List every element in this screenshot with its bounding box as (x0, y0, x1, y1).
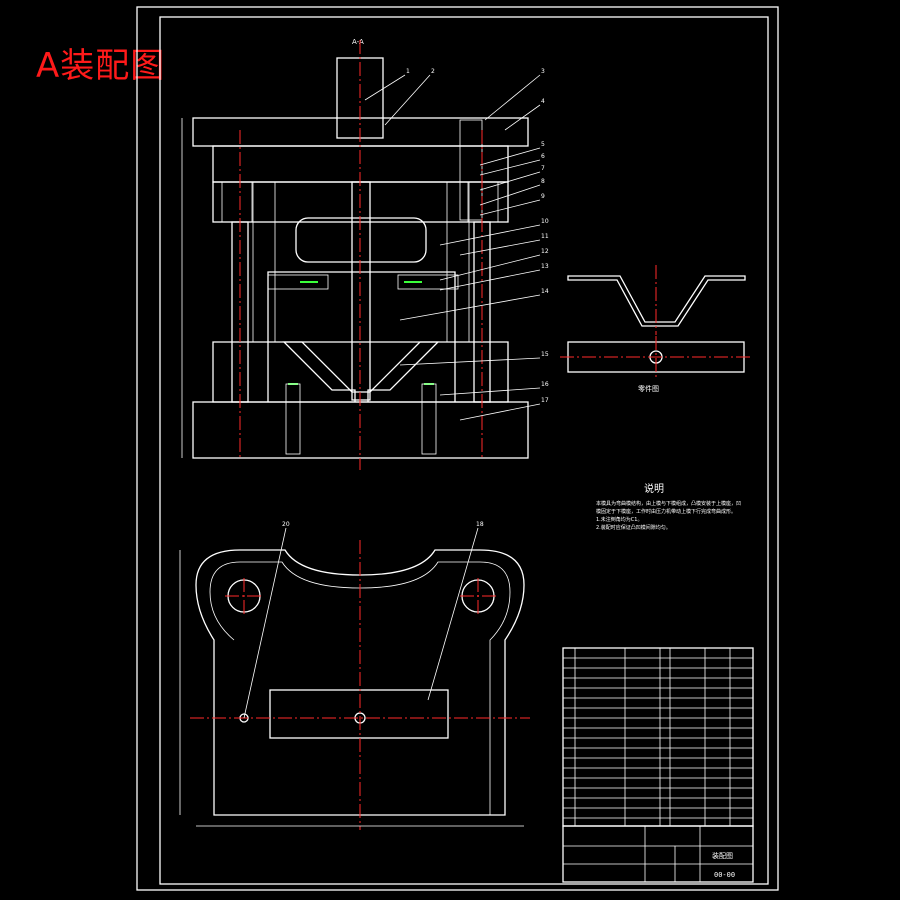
balloon: 17 (541, 397, 549, 404)
ejector-rod (351, 181, 371, 401)
notes-heading: 说明 (644, 482, 664, 495)
title-block (562, 825, 754, 883)
balloon: 7 (541, 165, 545, 172)
notes: 说明 本模具为弯曲模结构，由上模与下模组成，凸模安装于上模座，凹模固定于下模座，… (596, 482, 742, 531)
plan-view: 20 18 (179, 521, 530, 830)
balloon: 11 (541, 233, 549, 240)
part-drawing-label: 零件图 (638, 384, 659, 393)
plan-balloon: 18 (476, 521, 484, 528)
section-view: A-A (181, 38, 541, 470)
notes-paragraph: 本模具为弯曲模结构，由上模与下模组成，凸模安装于上模座，凹模固定于下模座，工作时… (596, 501, 742, 515)
balloon: 2 (431, 68, 435, 75)
balloon: 12 (541, 248, 549, 255)
balloon: 13 (541, 263, 549, 270)
bom-table (562, 647, 754, 827)
balloon: 5 (541, 141, 545, 148)
die-block-plan (269, 689, 449, 739)
outer-frame (136, 6, 779, 891)
balloon: 8 (541, 178, 545, 185)
rubber-pad (295, 217, 427, 263)
inner-frame (159, 16, 769, 885)
balloon: 1 (406, 68, 410, 75)
balloon: 10 (541, 218, 549, 225)
title-block-name: 装配图 (712, 851, 733, 860)
balloon: 3 (541, 68, 545, 75)
balloon: 6 (541, 153, 545, 160)
balloon-numbers: 1 2 3 4 5 6 7 8 9 10 11 12 13 14 15 16 1… (406, 68, 549, 404)
title-block-code: 00-00 (714, 871, 735, 879)
notes-line-2: 2.装配时应保证凸凹模间隙均匀。 (596, 525, 671, 531)
part-drawing: 零件图 (560, 265, 752, 393)
balloon: 14 (541, 288, 549, 295)
balloon: 15 (541, 351, 549, 358)
section-label: A-A (352, 38, 364, 46)
notes-line-1: 1.未注倒角均为C1。 (596, 517, 643, 523)
drawing-title: A装配图 (36, 46, 166, 86)
bent-part-profile (567, 275, 746, 327)
plan-balloon: 20 (282, 521, 290, 528)
balloon: 4 (541, 98, 545, 105)
balloon: 16 (541, 381, 549, 388)
punch-body (267, 271, 456, 393)
balloon: 9 (541, 193, 545, 200)
